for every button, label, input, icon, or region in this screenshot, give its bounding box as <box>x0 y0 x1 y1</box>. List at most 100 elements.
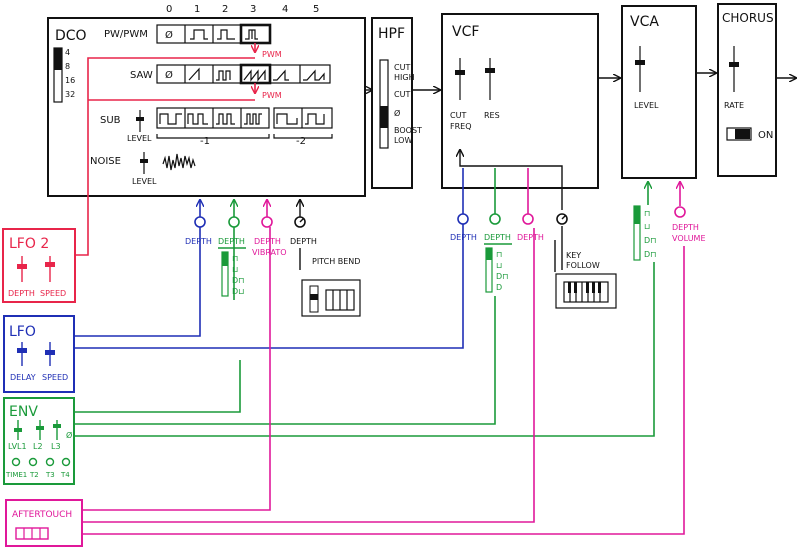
lfo2-speed-slider[interactable] <box>45 256 55 282</box>
vca-env-mode-switch[interactable]: ⊓ ⊔ D⊓ D⊓ <box>633 205 656 261</box>
vcf-block: VCF CUT FREQ RES <box>441 13 599 210</box>
env-time-label: T3 <box>45 471 55 479</box>
dco-block: DCO 4 8 16 32 0 1 2 3 4 5 PW/PWM Ø <box>47 4 366 197</box>
pw-pwm-selector[interactable]: Ø <box>156 23 272 45</box>
dco-lfo-depth-label: DEPTH <box>185 237 212 246</box>
env-time-3-knob[interactable] <box>45 457 55 467</box>
hpf-option: Ø <box>394 108 400 118</box>
saw-wave-icon <box>216 70 231 81</box>
vcf-title: VCF <box>452 24 479 40</box>
vca-level-label: LEVEL <box>634 101 659 110</box>
env-time-4-knob[interactable] <box>61 457 71 467</box>
env-level-2-slider[interactable] <box>36 420 44 440</box>
env-level-3-slider[interactable] <box>53 420 61 440</box>
lfo2-depth-slider[interactable] <box>17 256 27 282</box>
dco-env-mode: ⊓ <box>232 254 238 263</box>
square-wave-icon <box>305 113 325 125</box>
sub-level-slider[interactable] <box>136 110 144 132</box>
vcf-resonance-slider[interactable] <box>485 58 495 100</box>
lfo2-block: LFO 2 DEPTH SPEED <box>2 57 255 303</box>
range-value: 8 <box>65 62 70 71</box>
square-wave-icon <box>187 113 208 125</box>
hpf-option: BOOST <box>394 126 422 135</box>
wave-number: 5 <box>313 4 319 15</box>
vca-env-mode: D⊓ <box>644 236 656 245</box>
saw-selector[interactable]: Ø <box>156 63 331 85</box>
vcf-key-follow-knob[interactable] <box>556 213 568 225</box>
vcf-env-mode: D <box>496 283 502 292</box>
env-time-2-knob[interactable] <box>28 457 38 467</box>
vca-modulation: ⊓ ⊔ D⊓ D⊓ DEPTH VOLUME <box>633 182 706 261</box>
chorus-on-label: ON <box>758 130 773 141</box>
range-selector[interactable]: 4 8 16 32 <box>53 47 75 103</box>
saw-label: SAW <box>130 70 153 81</box>
vcf-lfo-depth-knob[interactable] <box>457 213 469 225</box>
pulse-wave-icon <box>190 29 208 40</box>
env-level-1-slider[interactable] <box>14 420 22 440</box>
pwm-tag: PWM <box>262 50 282 59</box>
vcf-cutoff-label: CUT <box>450 111 466 120</box>
dco-bend-depth-knob[interactable] <box>294 216 306 228</box>
vcf-aftertouch-depth-knob[interactable] <box>522 213 534 225</box>
dco-env-mode-switch[interactable]: ⊓ ⊔ D⊓ D⊔ <box>221 251 244 297</box>
env-time-1-knob[interactable] <box>11 457 21 467</box>
square-wave-icon <box>216 113 235 125</box>
aftertouch-keys-icon <box>15 527 49 540</box>
square-wave-icon <box>276 113 298 125</box>
lfo-delay-slider[interactable] <box>17 342 27 366</box>
key-follow-label: FOLLOW <box>566 261 600 270</box>
wave-number: 0 <box>166 4 172 15</box>
hpf-option: LOW <box>394 136 412 145</box>
lfo2-title: LFO 2 <box>9 236 49 252</box>
chorus-rate-slider[interactable] <box>729 46 739 92</box>
vca-volume-depth-knob[interactable] <box>674 206 686 218</box>
aftertouch-block: AFTERTOUCH <box>5 499 83 547</box>
noise-level-slider[interactable] <box>140 152 148 174</box>
sub-level-label: LEVEL <box>127 134 152 143</box>
vca-level-slider[interactable] <box>635 46 645 92</box>
env-time-label: T2 <box>29 471 39 479</box>
vcf-resonance-label: RES <box>484 111 500 120</box>
env-time-label: TIME1 <box>5 471 27 479</box>
wave-number: 1 <box>194 4 200 15</box>
saw-wave-icon <box>188 67 200 81</box>
dco-vibrato-depth-knob[interactable] <box>261 216 273 228</box>
pitch-bend-label: PITCH BEND <box>312 257 360 266</box>
noise-label: NOISE <box>90 156 121 167</box>
dco-env-depth-knob[interactable] <box>228 216 240 228</box>
noise-level-label: LEVEL <box>132 177 157 186</box>
vcf-cutoff-label: FREQ <box>450 122 472 131</box>
dco-env-depth-label: DEPTH <box>218 237 245 246</box>
pitch-bend-wheel[interactable] <box>301 279 361 317</box>
hpf-switch[interactable] <box>379 59 389 149</box>
signal-path <box>365 73 796 90</box>
vca-depth-label: DEPTH <box>672 223 699 232</box>
lfo-speed-slider[interactable] <box>45 342 55 366</box>
env-zero-label: Ø <box>66 430 72 440</box>
noise-wave-icon <box>162 153 196 171</box>
vcf-cutoff-slider[interactable] <box>455 58 465 100</box>
dco-lfo-depth-knob[interactable] <box>194 216 206 228</box>
dco-modulation: DEPTH DEPTH ⊓ ⊔ D⊓ D⊔ DEPTH VIBRATO DEPT… <box>185 200 361 317</box>
sub-selector[interactable] <box>156 107 333 129</box>
sub-group-label: -2 <box>296 136 306 147</box>
hpf-option: HIGH <box>394 73 415 82</box>
dco-title: DCO <box>55 28 87 44</box>
hpf-block: HPF CUT HIGH CUT Ø BOOST LOW <box>371 17 422 189</box>
lfo2-depth-label: DEPTH <box>8 289 35 298</box>
chorus-on-toggle[interactable] <box>726 127 752 141</box>
vcf-env-mode-switch[interactable]: ⊓ ⊔ D⊓ D <box>485 247 508 293</box>
wave-number: 4 <box>282 4 288 15</box>
saw-wave-icon <box>243 69 266 82</box>
wave-number: 2 <box>222 4 228 15</box>
aftertouch-routing <box>82 227 685 535</box>
lfo-speed-label: SPEED <box>42 373 68 382</box>
vcf-env-depth-label: DEPTH <box>484 233 511 242</box>
lfo-routing <box>74 224 464 349</box>
square-wave-icon <box>244 113 262 125</box>
hpf-option: CUT <box>394 90 410 99</box>
vcf-env-depth-knob[interactable] <box>489 213 501 225</box>
pwm-tag: PWM <box>262 91 282 100</box>
key-follow-label: KEY <box>566 251 581 260</box>
